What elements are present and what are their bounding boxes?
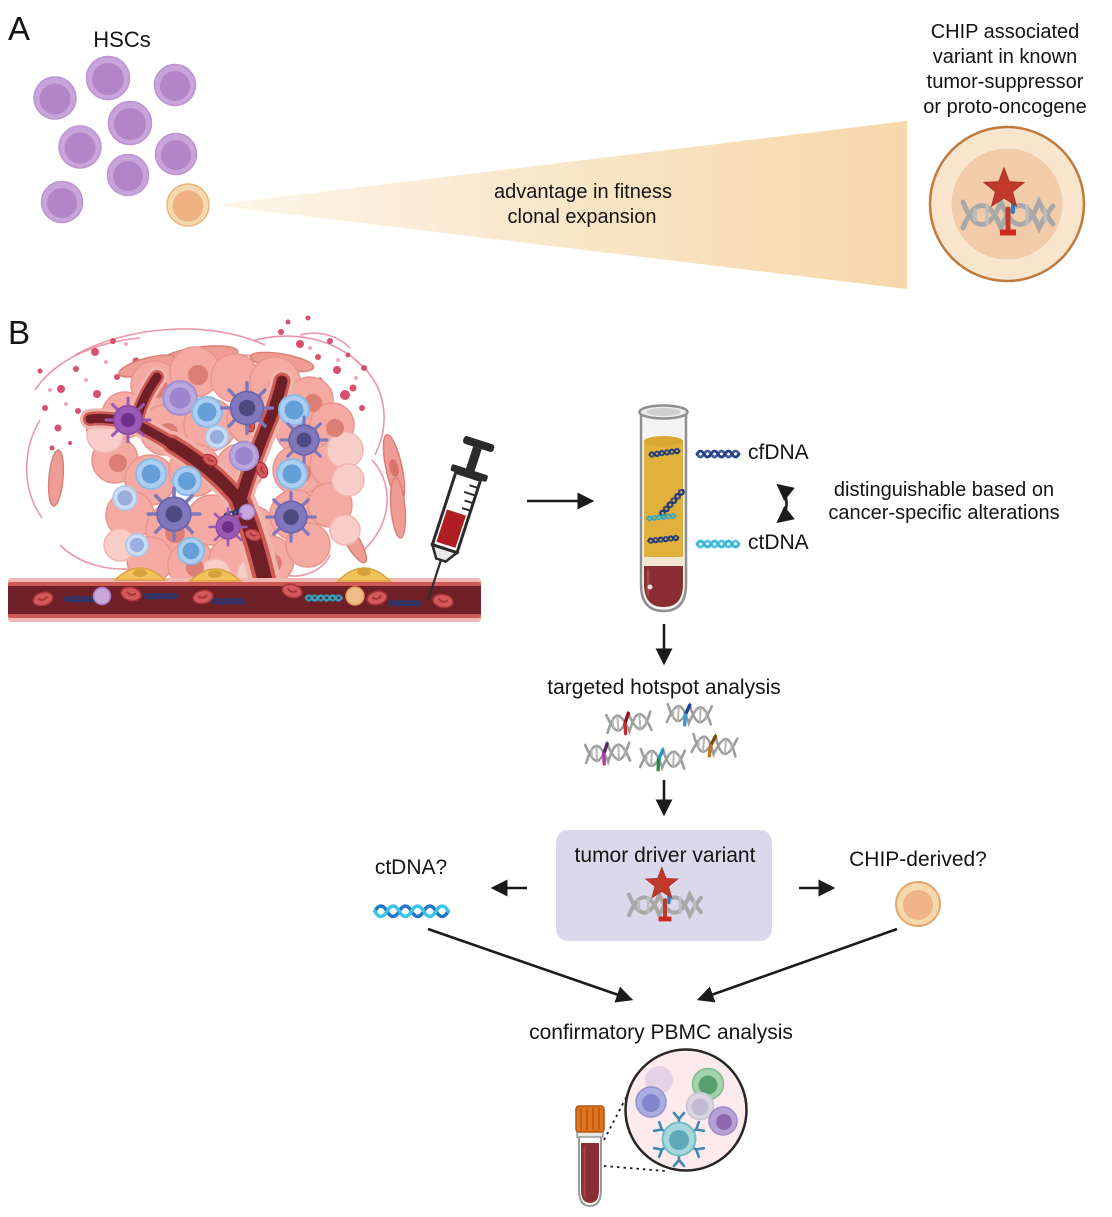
dna-helix-icon-blue [665, 702, 714, 727]
pbmc-periwinkle-cell [635, 1086, 667, 1118]
dna-helix-variant-icons [583, 702, 739, 772]
pbmc-purple-cell [708, 1106, 738, 1136]
hscs-label: HSCs [93, 27, 151, 52]
chip-caption-line: or proto-oncogene [923, 96, 1087, 118]
pbmc-circle-icon [624, 1048, 748, 1172]
panel-b-label: B [8, 314, 31, 351]
blood-sample-tube-icon [575, 1105, 605, 1208]
hsc-cluster-illustration [33, 55, 210, 227]
mutated-hsc-cell-icon [166, 183, 210, 227]
tumor-driver-variant-label: tumor driver variant [574, 844, 756, 867]
blood-collection-tube-icon [638, 404, 689, 613]
pbmc-green-cell [691, 1067, 725, 1101]
distinguishable-caption-line2: cancer-specific alterations [828, 502, 1060, 524]
cfdna-label: cfDNA [748, 441, 809, 464]
chip-cell-small-icon [895, 881, 941, 927]
chip-variant-caption: CHIP associated variant in known tumor-s… [923, 20, 1086, 120]
dna-variant-star-icon [600, 856, 730, 948]
vessel-contents [30, 581, 455, 611]
syringe-icon [426, 436, 495, 601]
pbmc-illustration [575, 1048, 748, 1208]
chip-question-label: CHIP-derived? [849, 848, 987, 871]
ctdna-question-squiggle-icon [373, 904, 450, 919]
pbmc-pale-cell [685, 1091, 715, 1121]
dna-helix-icon-purple [583, 741, 632, 766]
cfdna-squiggle-icon [695, 449, 741, 459]
ctdna-question-label: ctDNA? [374, 856, 448, 879]
tumor-vasculature-illustration [8, 315, 495, 622]
targeted-hotspot-label: targeted hotspot analysis [547, 676, 781, 699]
cone-caption-line1: advantage in fitness [494, 181, 672, 203]
cone-caption-line2: clonal expansion [507, 206, 657, 228]
chip-caption-line: variant in known [932, 46, 1078, 68]
distinguishable-caption-line1: distinguishable based on [833, 479, 1055, 501]
confirmatory-label: confirmatory PBMC analysis [529, 1021, 793, 1044]
chip-caption-line: tumor-suppressor [926, 71, 1084, 93]
ctdna-squiggle-icon [695, 539, 741, 549]
dna-helix-icon-teal [638, 747, 687, 772]
magnify-dotted-lines [603, 1093, 666, 1172]
exchange-arrow-icon [776, 483, 795, 524]
chip-caption-line: CHIP associated [930, 21, 1080, 43]
hsc-cell-icon [33, 55, 198, 224]
dna-helix-icon-red [604, 710, 653, 736]
panel-a-label: A [8, 10, 31, 47]
dna-helix-icon-orange [690, 732, 739, 758]
ctdna-label: ctDNA [748, 531, 809, 554]
pbmc-tcell [652, 1111, 706, 1168]
clonal-expansion-cone-icon [213, 121, 907, 289]
chip-cell-icon [928, 125, 1086, 283]
